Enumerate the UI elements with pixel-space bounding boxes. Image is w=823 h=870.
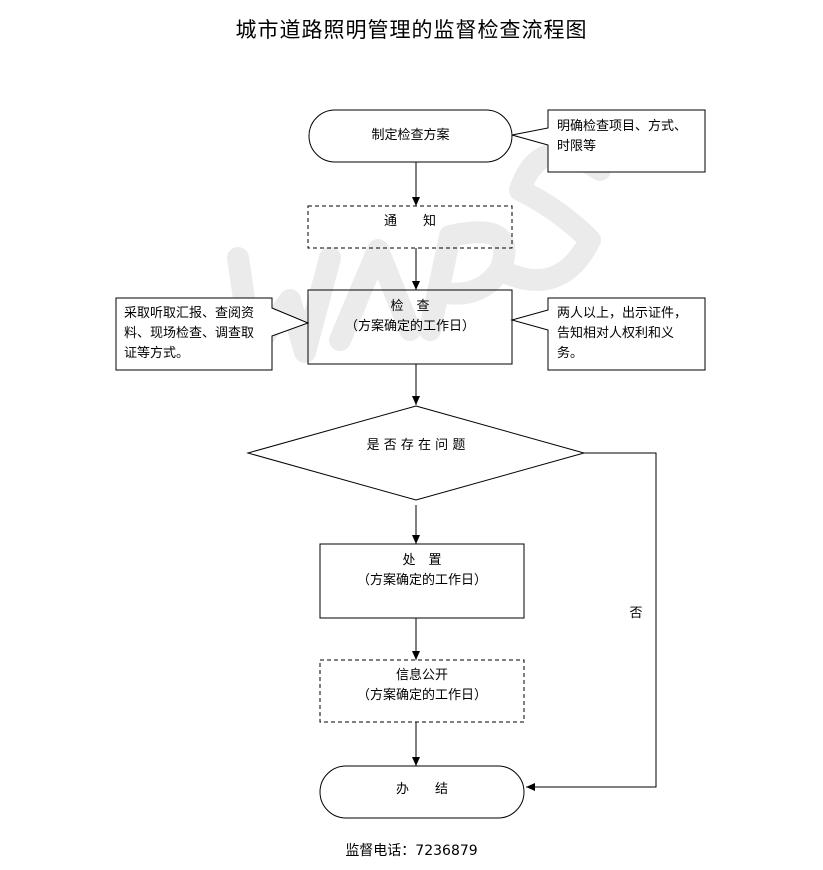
page-title: 城市道路照明管理的监督检查流程图: [235, 18, 588, 42]
node-decision: [246, 405, 586, 501]
note-right-label: 两人以上，出示证件，告知相对人权利和义务。: [557, 306, 688, 361]
node-publish: [319, 659, 525, 723]
node-inspect-sub: （方案确定的工作日）: [344, 319, 475, 334]
node-publish-title: 信息公开: [395, 668, 448, 683]
node-finish-label: 办 结: [395, 782, 448, 797]
node-notify-label: 通 知: [383, 214, 436, 229]
edge-no-label: 否: [629, 606, 643, 621]
edge-decision-no: [526, 452, 657, 791]
node-publish-sub: （方案确定的工作日）: [356, 688, 487, 703]
node-inspect-title: 检 查: [390, 299, 430, 314]
node-handle-sub: （方案确定的工作日）: [356, 573, 487, 588]
supervision-phone: 监督电话：7236879: [345, 843, 478, 859]
node-plan: [308, 109, 513, 163]
note-left-box: [115, 297, 310, 371]
node-handle-title: 处 置: [402, 553, 442, 568]
note-plan-label: 明确检查项目、方式、时限等: [557, 119, 688, 154]
note-left-label: 采取听取汇报、查阅资料、现场检查、调查取证等方式。: [124, 306, 255, 361]
node-decision-label: 是 否 存 在 问 题: [366, 438, 466, 453]
note-plan-box: [511, 109, 706, 173]
note-right-box: [510, 297, 706, 371]
node-inspect: [307, 289, 513, 365]
node-finish: [319, 765, 525, 819]
node-notify: [307, 205, 513, 249]
node-handle: [319, 543, 525, 619]
node-plan-label: 制定检查方案: [371, 128, 450, 143]
